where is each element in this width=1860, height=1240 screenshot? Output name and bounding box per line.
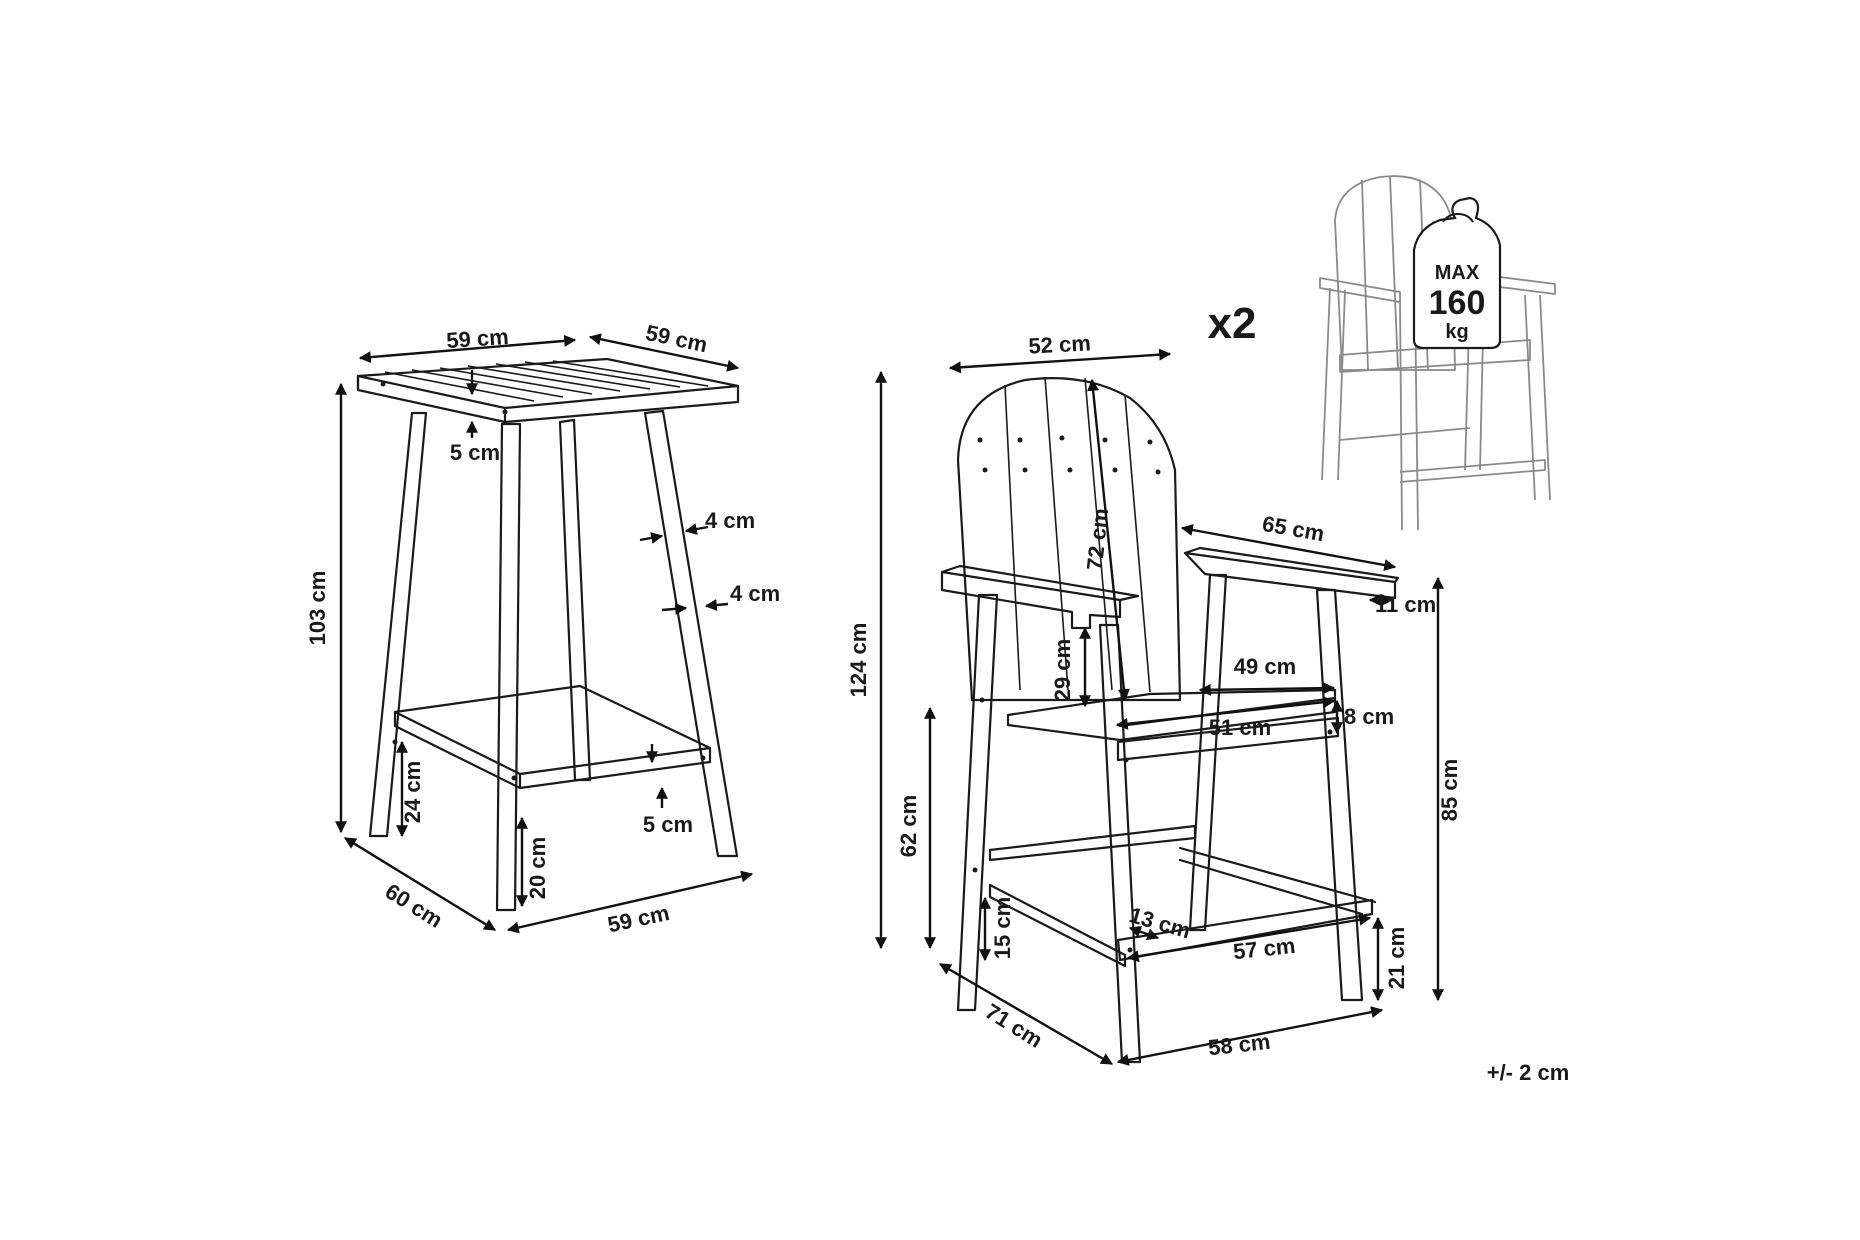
- chair-seat-height-label: 62 cm: [896, 795, 921, 857]
- chair-back-height-label: 72 cm: [1082, 507, 1113, 572]
- weight-value-label: 160: [1429, 284, 1486, 322]
- chair-footrest-floor-height-label: 21 cm: [1384, 927, 1409, 989]
- table-stretcher-thickness-label: 5 cm: [643, 812, 693, 837]
- chair-armrest-floor-height-label: 85 cm: [1437, 759, 1462, 821]
- table-top-width-label: 59 cm: [445, 324, 509, 353]
- table-base-depth-label: 60 cm: [381, 879, 447, 933]
- chair-quantity-label: x2: [1208, 299, 1257, 348]
- chair-armrest-height-label: 29 cm: [1050, 639, 1075, 701]
- chair-footrest-width-label: 57 cm: [1232, 933, 1297, 964]
- table-stretcher-gap-label: 24 cm: [400, 761, 425, 823]
- chair-armrest-length-label: 65 cm: [1260, 511, 1326, 546]
- chair-back-width-label: 52 cm: [1028, 330, 1092, 358]
- chair-footrest-height-label: 15 cm: [990, 897, 1015, 959]
- chair-seat-depth-label: 49 cm: [1234, 654, 1296, 679]
- table-top-depth-label: 59 cm: [643, 320, 709, 357]
- weight-max-label: MAX: [1435, 262, 1480, 284]
- chair-total-height-label: 124 cm: [846, 623, 871, 698]
- table-leg-width-b-label: 4 cm: [730, 581, 780, 606]
- bar-table-dimensions: 59 cm 59 cm 5 cm 103 cm 4 cm 4 cm 24 cm …: [305, 320, 780, 937]
- tolerance-note: +/- 2 cm: [1487, 1060, 1570, 1085]
- table-stretcher-height-label: 20 cm: [525, 837, 550, 899]
- chair-base-width-label: 58 cm: [1207, 1029, 1272, 1060]
- weight-capacity-illustration: MAX 160 kg: [1319, 175, 1556, 531]
- chair-seat-width-label: 51 cm: [1209, 715, 1271, 740]
- table-top-thickness-label: 5 cm: [450, 440, 500, 465]
- table-leg-width-a-label: 4 cm: [705, 508, 755, 533]
- chair-seat-thickness-label: 8 cm: [1344, 704, 1394, 729]
- table-height-label: 103 cm: [305, 571, 330, 646]
- bar-chair-dimensions: 52 cm x2 72 cm 65 cm 11 cm 124 cm 29 cm …: [846, 299, 1462, 1066]
- weight-unit-label: kg: [1445, 321, 1468, 343]
- chair-armrest-width-label: 11 cm: [1375, 592, 1436, 617]
